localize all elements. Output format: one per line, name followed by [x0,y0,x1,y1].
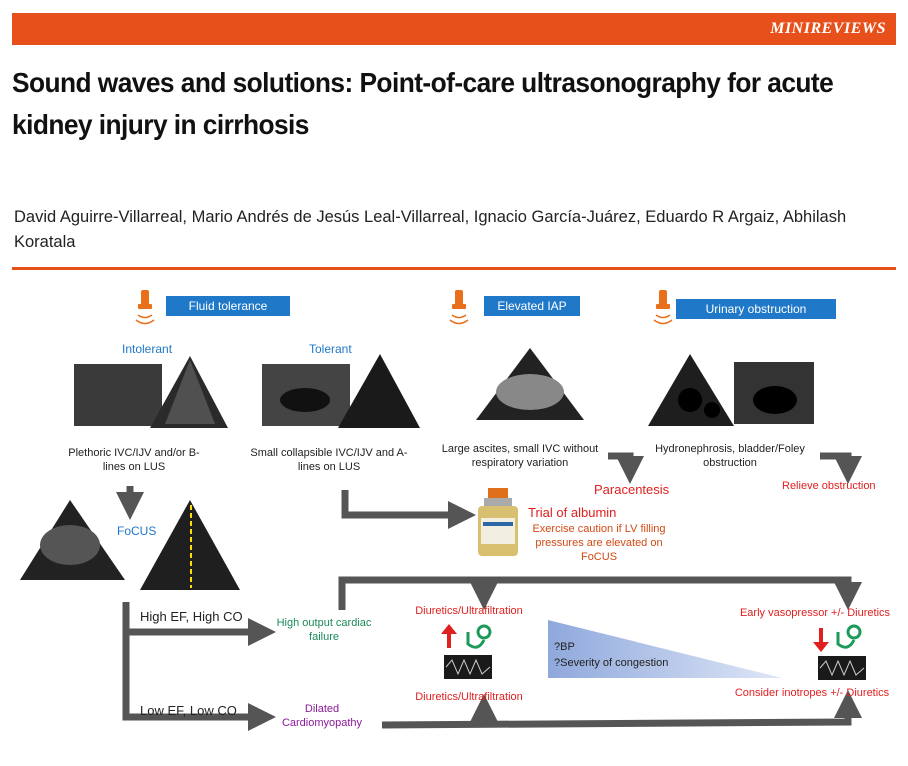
label-dilated-cardiomyopathy: Dilated Cardiomyopathy [281,703,363,729]
doppler-image [444,655,492,679]
caption-urinary: Hydronephrosis, bladder/Foley obstructio… [655,443,805,469]
label-consider-inotropes: Consider inotropes +/- Diuretics [734,687,890,699]
ultrasound-image [74,364,162,426]
arrow-down-icon [813,628,829,652]
arrow-top-loop [338,576,862,610]
arrow-to-paracentesis [608,452,644,484]
arrow-to-albumin [341,490,476,529]
section-label: MINIREVIEWS [770,20,886,37]
header-fluid-tolerance: Fluid tolerance [166,296,290,316]
article-title: Sound waves and solutions: Point-of-care… [12,67,834,140]
ultrasound-image [338,354,420,428]
label-diuretics-bottom: Diuretics/Ultrafiltration [415,691,523,703]
header-urinary-obstruction: Urinary obstruction [676,299,836,319]
doppler-image [818,656,866,680]
arrow-bottom-loop [381,690,862,729]
albumin-caution-note: Exercise caution if LV filling pressures… [532,523,666,563]
label-early-vasopressor: Early vasopressor +/- Diuretics [739,607,891,619]
caption-tolerant: Small collapsible IVC/IJV and A-lines on… [250,447,408,473]
label-paracentesis: Paracentesis [594,482,670,497]
bp-cuff-icon [836,624,862,649]
label-low-ef: Low EF, Low CO [140,703,237,718]
arrow-up-icon [441,624,457,648]
probe-icon [653,290,673,325]
label-bp: ?BP [554,641,575,653]
caption-intolerant: Plethoric IVC/IJV and/or B-lines on LUS [68,447,200,473]
divider [12,267,896,270]
probe-icon [449,290,469,325]
caption-iap: Large ascites, small IVC without respira… [441,443,599,469]
label-diuretics-top: Diuretics/Ultrafiltration [415,605,523,617]
arrow-low-ef [122,632,276,731]
label-trial-of-albumin: Trial of albumin [528,505,617,520]
arrow-to-relieve [820,452,862,484]
label-relieve-obstruction: Relieve obstruction [782,480,876,492]
label-intolerant: Intolerant [122,342,173,356]
label-severity-congestion: ?Severity of congestion [554,657,669,669]
section-banner: MINIREVIEWS [12,13,896,45]
bp-cuff-icon [466,624,492,649]
label-tolerant: Tolerant [309,342,352,356]
label-high-ef: High EF, High CO [140,609,243,624]
label-focus: FoCUS [117,524,157,538]
header-elevated-iap: Elevated IAP [484,296,580,316]
gradient-triangle [548,620,782,678]
author-list: David Aguirre-Villarreal, Mario Andrés d… [14,208,847,251]
albumin-vial-icon [478,488,518,556]
label-high-output-failure: High output cardiac failure [276,617,372,643]
probe-icon [135,290,155,325]
